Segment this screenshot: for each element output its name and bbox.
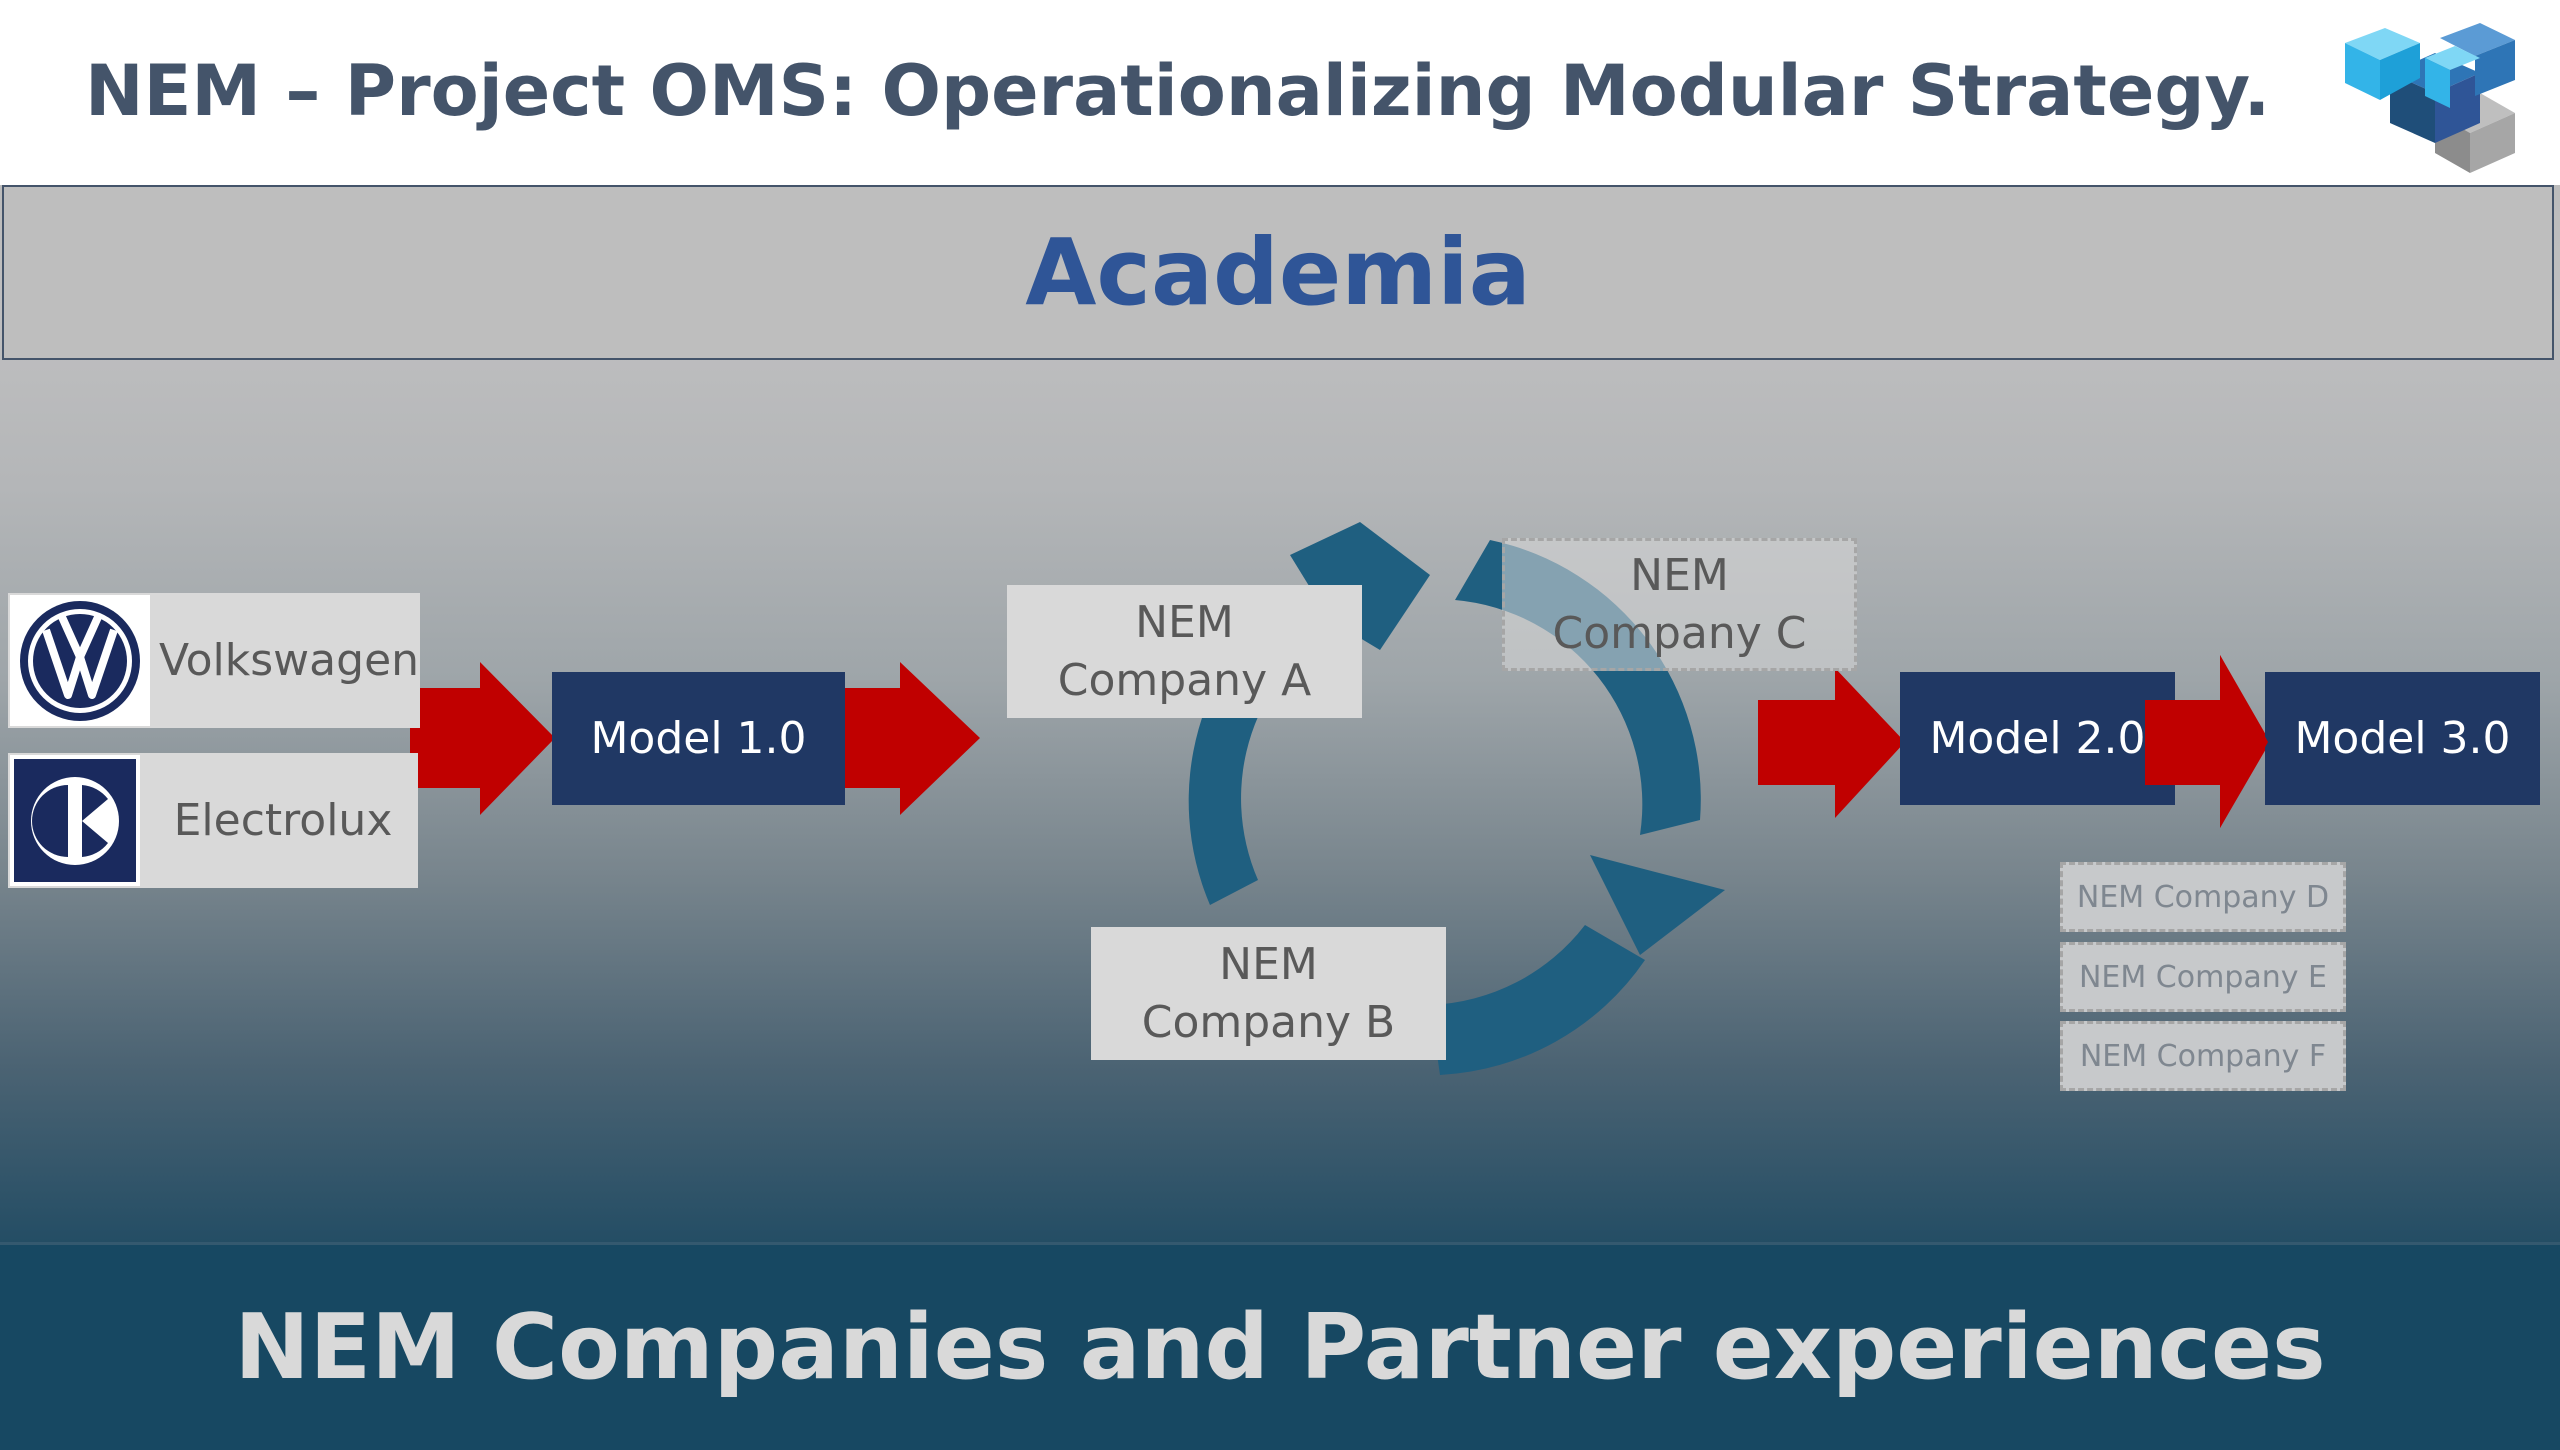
arrow-to-cycle (840, 662, 980, 815)
nem-company-c-box: NEM Company C (1502, 538, 1857, 671)
model-3-text (2265, 672, 2540, 805)
arrow-to-model-1 (410, 662, 555, 815)
nem-company-d-box: NEM Company D (2060, 862, 2346, 932)
slide-header: NEM – Project OMS: Operationalizing Modu… (0, 0, 2560, 185)
academia-band: Academia (2, 185, 2554, 360)
footer-band: NEM Companies and Partner experiences (0, 1242, 2560, 1450)
modular-cubes-logo-icon (2340, 18, 2520, 178)
nem-company-b-box: NEM Company B (1091, 927, 1446, 1060)
partner-name: Electrolux (173, 795, 393, 846)
partner-row-volkswagen: Volkswagen (8, 593, 420, 728)
footer-label: NEM Companies and Partner experiences (234, 1295, 2326, 1400)
arrow-to-model-2 (1758, 668, 1905, 818)
academia-label: Academia (1025, 219, 1531, 326)
electrolux-logo-icon (10, 755, 140, 886)
model-3-box: Model 3.0 (2265, 672, 2540, 805)
partner-name: Volkswagen (158, 635, 420, 686)
model-2-box: Model 2.0 (1900, 672, 2175, 805)
nem-company-f-box: NEM Company F (2060, 1021, 2346, 1091)
partner-row-electrolux: Electrolux (8, 753, 418, 888)
nem-company-a-box: NEM Company A (1007, 585, 1362, 718)
slide-title: NEM – Project OMS: Operationalizing Modu… (85, 50, 2271, 132)
model-1-box: Model 1.0 (552, 672, 845, 805)
nem-company-e-box: NEM Company E (2060, 942, 2346, 1012)
volkswagen-logo-icon (10, 595, 150, 726)
